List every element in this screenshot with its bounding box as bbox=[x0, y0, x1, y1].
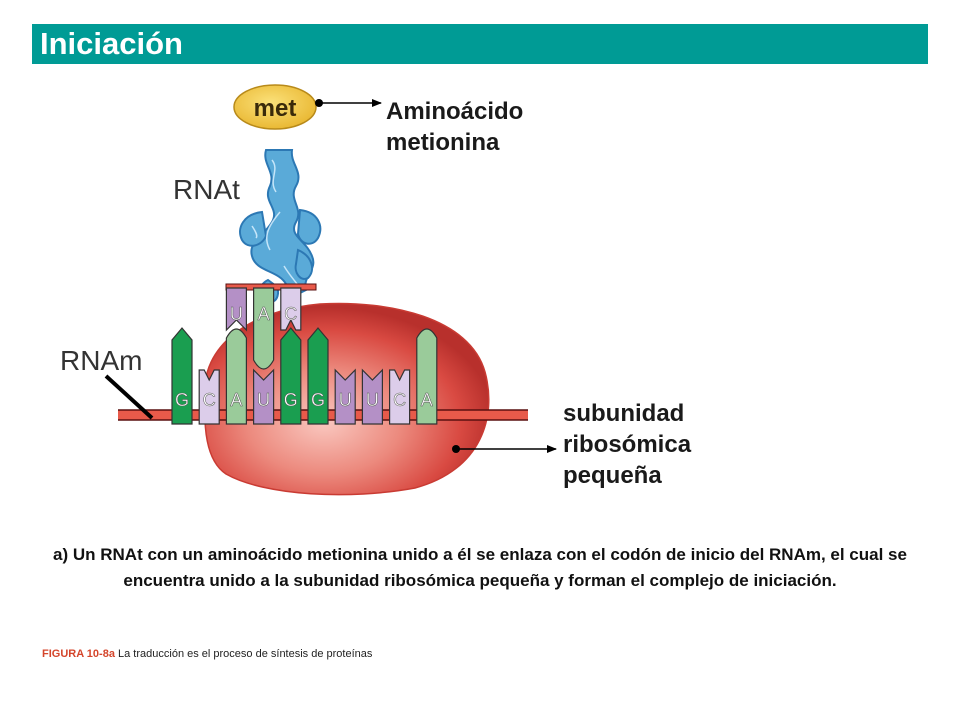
codon-base: C bbox=[389, 369, 411, 425]
page-title: Iniciación bbox=[40, 26, 183, 61]
codon-base: U bbox=[334, 368, 356, 425]
anticodon-base-shape bbox=[225, 287, 247, 332]
subunit-callout-label: subunidad ribosómica pequeña bbox=[563, 398, 691, 491]
aminoacid-callout-line-2: metionina bbox=[386, 129, 500, 156]
codon-base: G bbox=[171, 327, 193, 425]
codon-base: A bbox=[416, 328, 438, 425]
codon-base: A bbox=[225, 328, 247, 425]
anticodon-base-shape bbox=[280, 287, 302, 331]
codon-base: C bbox=[198, 369, 220, 425]
codon-base: G bbox=[280, 327, 302, 425]
codon-base-shape bbox=[361, 368, 383, 425]
anticodon-base: U bbox=[225, 287, 247, 332]
codon-base: U bbox=[361, 368, 383, 425]
codon-base-letter: U bbox=[366, 390, 379, 410]
codon-base-letter: G bbox=[311, 390, 325, 410]
met-aminoacid bbox=[233, 84, 317, 130]
codon-base-letter: C bbox=[203, 390, 216, 410]
codon-base-letter: C bbox=[393, 390, 406, 410]
codon-base-shape bbox=[198, 369, 220, 425]
figure-number: FIGURA 10-8a bbox=[42, 648, 115, 660]
codon-base-letter: A bbox=[230, 390, 242, 410]
codon-base-shape bbox=[334, 368, 356, 425]
codon-base-shape bbox=[171, 327, 193, 425]
codon-base-letter: G bbox=[175, 390, 189, 410]
anticodon-base-letter: U bbox=[230, 304, 243, 324]
codon-base-shape bbox=[280, 327, 302, 425]
anticodon-base: A bbox=[253, 287, 275, 370]
figure-caption: FIGURA 10-8a La traducción es el proceso… bbox=[42, 648, 372, 660]
codon-base-letter: A bbox=[421, 390, 433, 410]
mrna-pointer bbox=[104, 374, 154, 420]
codon-base-shape bbox=[225, 328, 247, 425]
subunit-callout-line-1: subunidad bbox=[563, 400, 685, 427]
title-bar: Iniciación bbox=[32, 24, 928, 64]
trna-label: RNAt bbox=[173, 174, 240, 205]
met-label: met bbox=[254, 95, 297, 122]
mrna-label: RNAm bbox=[60, 345, 142, 376]
subunit-callout-line-3: pequeña bbox=[563, 462, 662, 489]
anticodon-base-shape bbox=[253, 287, 275, 370]
figure-description: a) Un RNAt con un aminoácido metionina u… bbox=[53, 545, 907, 590]
codon-base-letter: U bbox=[339, 390, 352, 410]
anticodon-base: C bbox=[280, 287, 302, 331]
codon-base: G bbox=[307, 327, 329, 425]
anticodon-base-letter: C bbox=[284, 304, 297, 324]
figure-caption-text: La traducción es el proceso de síntesis … bbox=[118, 648, 373, 660]
codon-base-shape bbox=[307, 327, 329, 425]
codon-base-shape bbox=[416, 328, 438, 425]
codon-base-letter: G bbox=[284, 390, 298, 410]
subunit-callout-line-2: ribosómica bbox=[563, 431, 692, 458]
codon-base-shape bbox=[253, 368, 275, 425]
aminoacid-callout-label: Aminoácido metionina bbox=[386, 96, 523, 158]
codon-base-letter: U bbox=[257, 390, 270, 410]
codon-base-shape bbox=[389, 369, 411, 425]
anticodon-base-letter: A bbox=[258, 304, 270, 324]
codon-base: U bbox=[253, 368, 275, 425]
aminoacid-callout-line-1: Aminoácido bbox=[386, 98, 524, 125]
